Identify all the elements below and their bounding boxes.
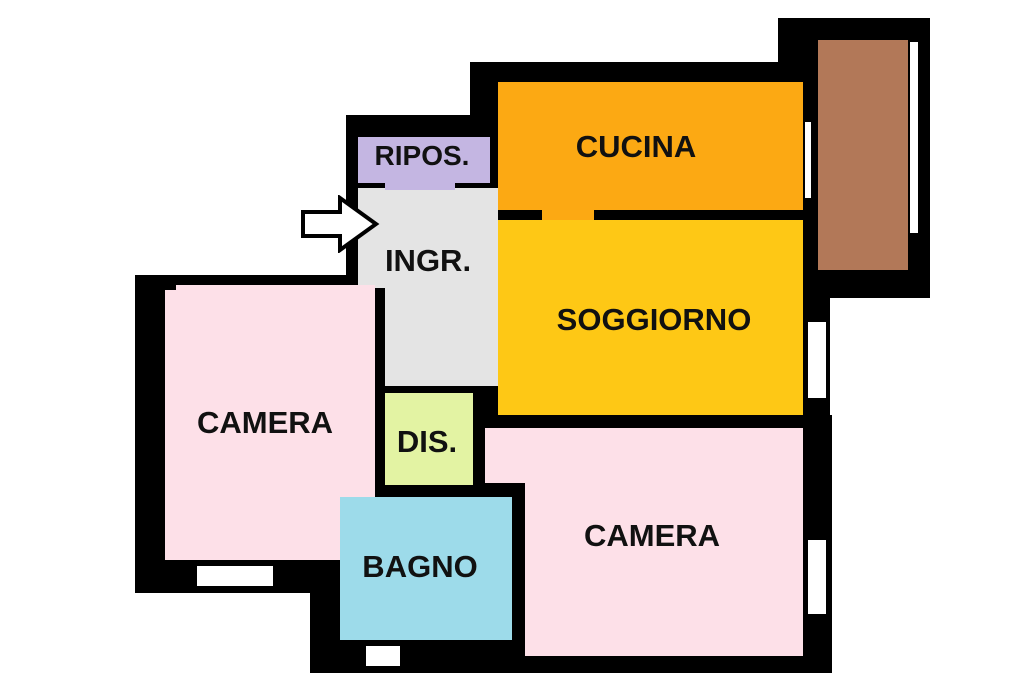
label-soggiorno: SOGGIORNO <box>556 302 752 337</box>
label-bagno: BAGNO <box>362 549 478 584</box>
window <box>364 644 402 668</box>
room-disimpegno <box>385 393 473 485</box>
label-ripostiglio: RIPOS. <box>374 140 470 171</box>
window <box>803 120 813 200</box>
room-cucina <box>498 82 803 210</box>
window <box>195 564 275 588</box>
door-ripostiglio <box>385 180 455 190</box>
room-camera-left <box>176 285 375 295</box>
arrow-right-icon <box>301 195 380 253</box>
room-ingresso <box>358 188 498 288</box>
label-disimpegno: DIS. <box>396 424 458 459</box>
window <box>908 40 920 235</box>
room-camera-right <box>525 428 803 656</box>
room-ingresso <box>385 280 498 386</box>
label-camera-right: CAMERA <box>583 518 721 553</box>
window <box>806 538 828 616</box>
label-cucina: CUCINA <box>575 129 697 164</box>
balcony <box>818 40 908 270</box>
label-camera-left: CAMERA <box>196 405 334 440</box>
room-ripostiglio <box>358 137 490 183</box>
label-ingresso: INGR. <box>384 243 472 278</box>
room-bagno <box>340 497 512 640</box>
room-camera-right <box>485 428 530 483</box>
door-cucina <box>542 208 594 220</box>
room-soggiorno <box>498 220 803 415</box>
window <box>806 320 828 400</box>
